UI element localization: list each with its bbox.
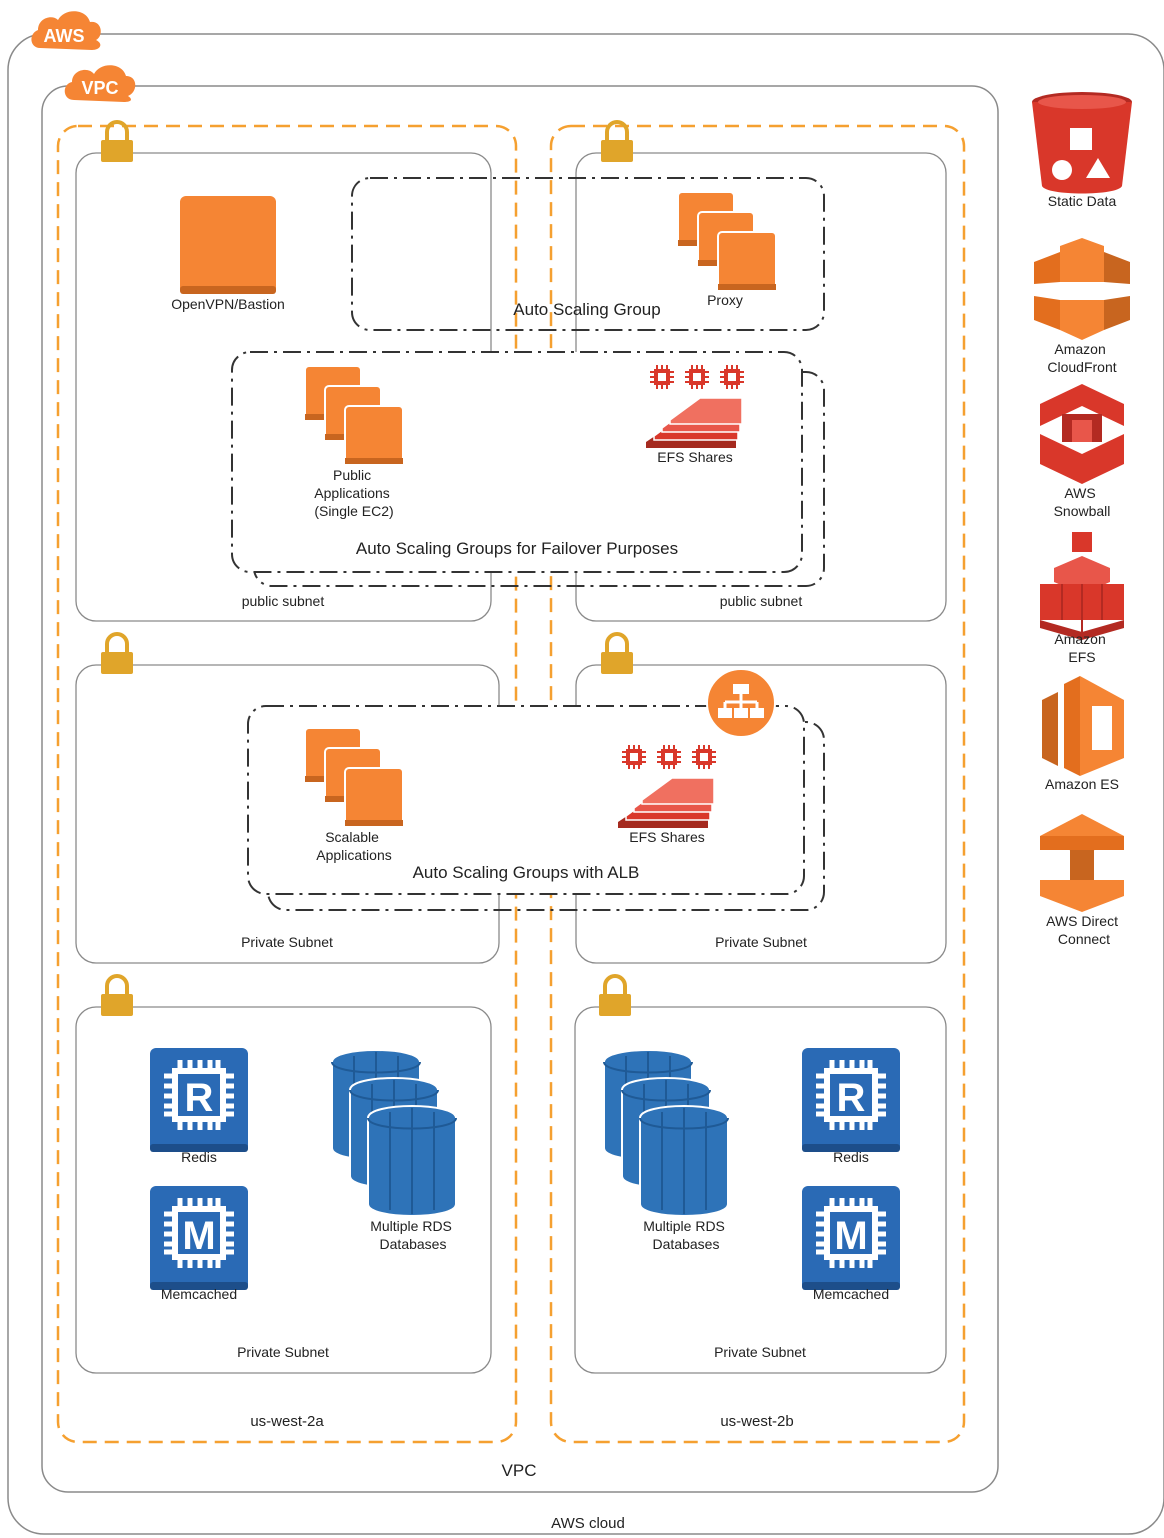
sidebar-label: Amazon ES — [1045, 776, 1119, 792]
memcached-left-icon: M — [150, 1186, 248, 1290]
rds-right-label-line: Databases — [653, 1236, 720, 1252]
lock-icon — [599, 120, 635, 164]
lock-icon — [597, 974, 633, 1018]
memcached-glyph: M — [182, 1214, 215, 1258]
elasticsearch-icon — [1042, 676, 1124, 776]
openvpn-instance-icon — [180, 196, 276, 294]
alb-icon — [706, 668, 776, 738]
rds-right-icon — [603, 1049, 729, 1217]
redis-right-icon: R — [802, 1048, 900, 1152]
aws-cloud-badge: AWS — [31, 11, 101, 51]
rds-right-label-line: Multiple RDS — [643, 1218, 725, 1234]
scalable-apps-label: Scalable Applications — [316, 829, 392, 863]
memcached-left-label: Memcached — [161, 1286, 237, 1302]
failover-asg-label: Auto Scaling Groups for Failover Purpose… — [356, 539, 678, 558]
scalable-apps-label-line: Applications — [316, 847, 392, 863]
lock-icon — [99, 120, 135, 164]
redis-glyph: R — [185, 1076, 214, 1120]
sidebar-label-line: Amazon — [1054, 631, 1105, 647]
sidebar-label-line: AWS — [1064, 485, 1095, 501]
redis-glyph: R — [837, 1076, 866, 1120]
rds-left-label: Multiple RDS Databases — [370, 1218, 456, 1252]
asg-top-box — [351, 177, 825, 331]
sidebar-label: AWS Direct Connect — [1046, 913, 1122, 947]
aws-badge-text: AWS — [43, 26, 84, 46]
rds-left-label-line: Databases — [380, 1236, 447, 1252]
s3-bucket-icon — [1032, 92, 1132, 194]
private-subnet-bot-right — [574, 1006, 947, 1374]
sidebar-label: AWS Snowball — [1054, 485, 1111, 519]
lock-icon — [99, 632, 135, 676]
sidebar-label-line: AWS Direct — [1046, 913, 1118, 929]
sidebar-label-line: Snowball — [1054, 503, 1111, 519]
sidebar-label: Amazon EFS — [1054, 631, 1109, 665]
aws-cloud-label: AWS cloud — [551, 1515, 625, 1532]
openvpn-label: OpenVPN/Bastion — [171, 296, 285, 312]
memcached-right-icon: M — [802, 1186, 900, 1290]
rds-left-label-line: Multiple RDS — [370, 1218, 452, 1234]
direct-connect-icon — [1040, 814, 1124, 912]
vpc-badge: VPC — [64, 65, 136, 102]
vpc-label: VPC — [502, 1461, 537, 1480]
public-apps-label: Public Applications (Single EC2) — [314, 467, 393, 519]
subnet-label-private-bot-left: Private Subnet — [237, 1344, 329, 1360]
rds-left-icon — [331, 1049, 457, 1217]
cloudfront-icon — [1034, 238, 1130, 340]
lock-icon — [99, 974, 135, 1018]
sidebar-label: Static Data — [1048, 193, 1117, 209]
redis-left-icon: R — [150, 1048, 248, 1152]
sidebar-label-line: Static Data — [1048, 193, 1117, 209]
snowball-icon — [1040, 384, 1124, 484]
sidebar-label-line: Connect — [1058, 931, 1110, 947]
efs-mid-label: EFS Shares — [629, 829, 704, 845]
asg-top-label: Auto Scaling Group — [513, 300, 660, 319]
redis-right-label: Redis — [833, 1149, 869, 1165]
memcached-right-label: Memcached — [813, 1286, 889, 1302]
private-subnet-bot-left — [75, 1006, 492, 1374]
sidebar-label-line: Amazon — [1054, 341, 1105, 357]
public-apps-label-line: Applications — [314, 485, 390, 501]
lock-icon — [599, 632, 635, 676]
subnet-label-public-left: public subnet — [242, 593, 325, 609]
zone-left-label: us-west-2a — [250, 1413, 324, 1430]
public-apps-label-line: (Single EC2) — [314, 503, 393, 519]
vpc-container — [41, 85, 999, 1493]
rds-right-label: Multiple RDS Databases — [643, 1218, 729, 1252]
public-apps-label-line: Public — [333, 467, 371, 483]
proxy-instances-icon — [677, 191, 777, 291]
redis-left-label: Redis — [181, 1149, 217, 1165]
scalable-apps-label-line: Scalable — [325, 829, 379, 845]
subnet-label-private-mid-left: Private Subnet — [241, 934, 333, 950]
subnet-label-private-bot-right: Private Subnet — [714, 1344, 806, 1360]
sidebar-label: Amazon CloudFront — [1047, 341, 1116, 375]
zone-right-label: us-west-2b — [720, 1413, 793, 1430]
proxy-label: Proxy — [707, 292, 743, 308]
subnet-label-private-mid-right: Private Subnet — [715, 934, 807, 950]
efs-icon — [1040, 532, 1124, 640]
alb-asg-label: Auto Scaling Groups with ALB — [413, 863, 640, 882]
subnet-label-public-right: public subnet — [720, 593, 803, 609]
sidebar-label-line: CloudFront — [1047, 359, 1116, 375]
memcached-glyph: M — [834, 1214, 867, 1258]
vpc-badge-text: VPC — [81, 78, 118, 98]
sidebar-label-line: EFS — [1068, 649, 1095, 665]
efs-top-label: EFS Shares — [657, 449, 732, 465]
aws-cloud-container — [7, 33, 1164, 1535]
sidebar-label-line: Amazon ES — [1045, 776, 1119, 792]
